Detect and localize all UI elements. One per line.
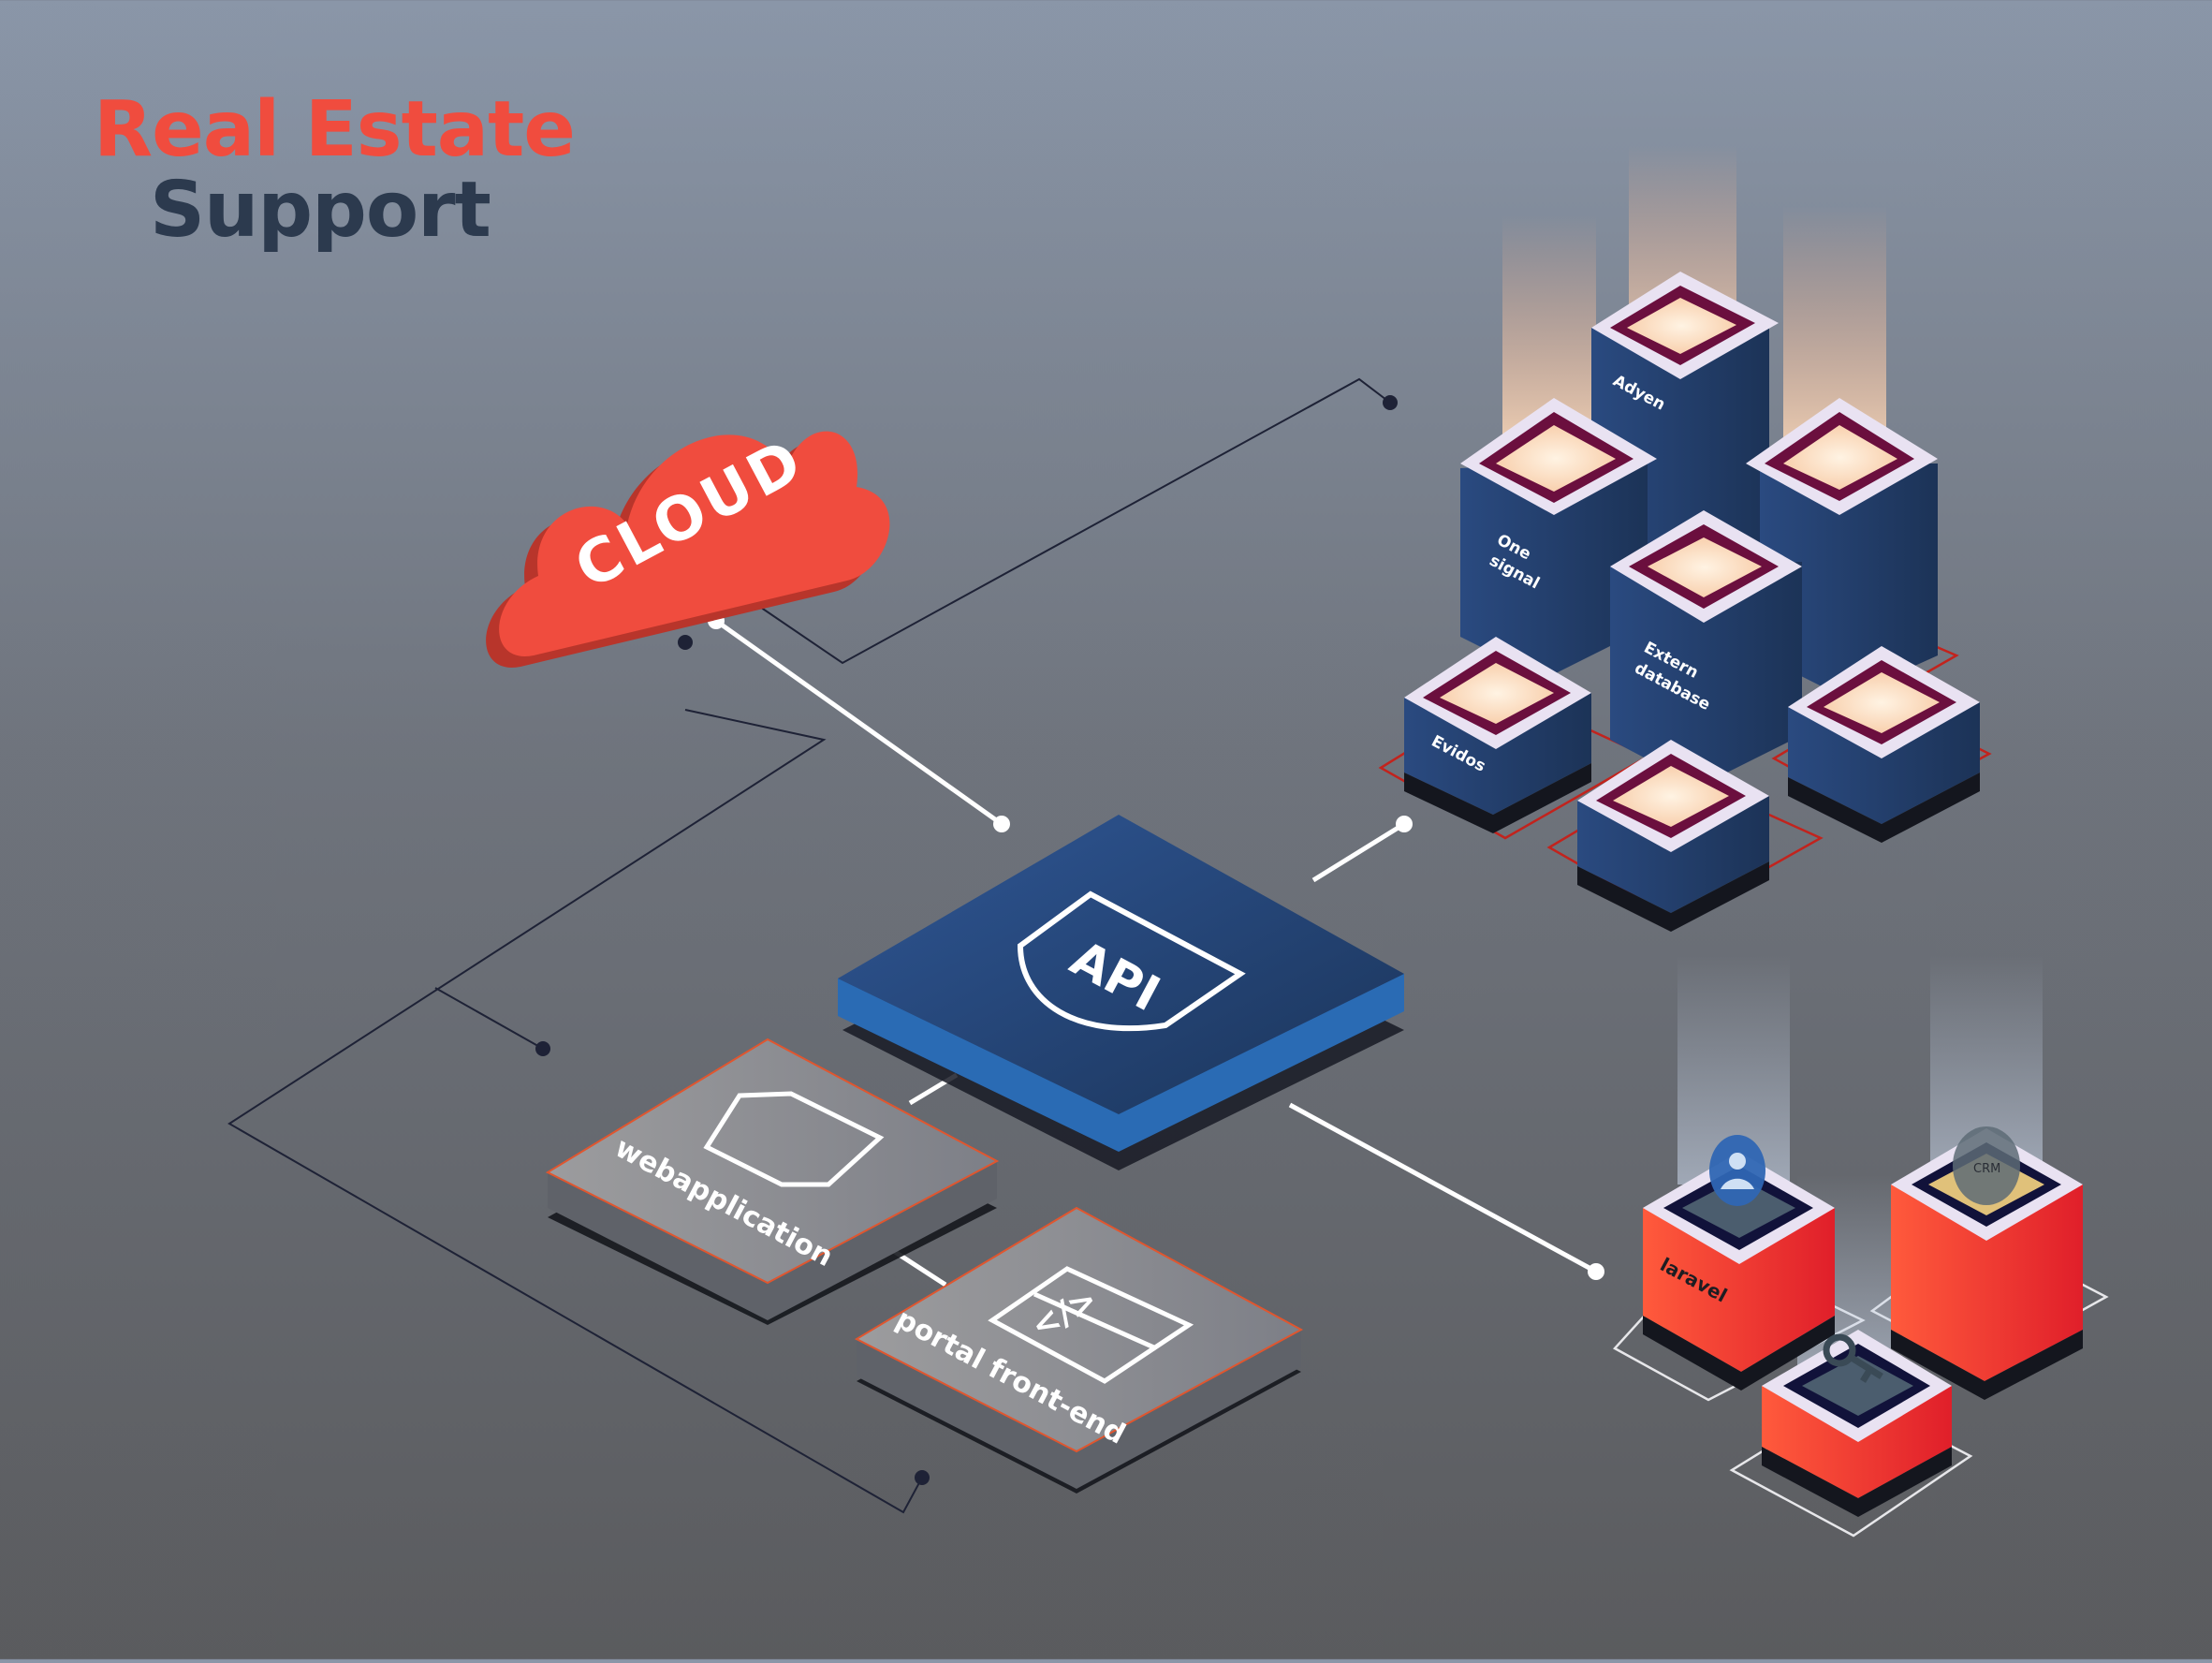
service-block-one-signal[interactable]: One signal — [1460, 398, 1657, 679]
crm-coin-icon: CRM — [1953, 1126, 2020, 1205]
smartphone-icon — [703, 1091, 885, 1187]
key-icon — [1823, 1333, 1883, 1383]
cloud-node[interactable]: CLOUD — [486, 425, 890, 668]
title-support: Support — [150, 166, 491, 255]
service-block-right[interactable] — [1746, 398, 1938, 698]
webapplication-tile[interactable]: webapplication — [545, 1038, 1000, 1325]
service-block-evidos[interactable]: Evidos — [1404, 637, 1591, 833]
blue-service-cluster: Adyen One signal — [1378, 145, 1992, 932]
connector-wires — [227, 377, 1391, 1514]
svg-text:CRM: CRM — [1973, 1162, 2000, 1176]
api-platform[interactable]: API — [838, 815, 1404, 1170]
shield-icon — [1017, 890, 1246, 1032]
service-block-extern-database[interactable]: Extern database — [1610, 510, 1802, 787]
red-service-cluster: laravel CRM — [1613, 955, 2109, 1538]
service-block-key[interactable] — [1762, 1330, 1952, 1517]
service-block-laravel[interactable]: laravel — [1643, 1135, 1835, 1391]
service-block-front-right[interactable] — [1788, 646, 1980, 843]
user-icon — [1709, 1135, 1765, 1206]
service-block-front[interactable] — [1577, 740, 1769, 932]
api-links — [714, 618, 1598, 1288]
portal-frontend-tile[interactable]: </> portal front-end — [854, 1206, 1304, 1494]
service-block-crm[interactable]: CRM — [1891, 1126, 2083, 1400]
api-link-endpoints — [708, 612, 1604, 1280]
title-real-estate: Real Estate — [94, 85, 576, 174]
